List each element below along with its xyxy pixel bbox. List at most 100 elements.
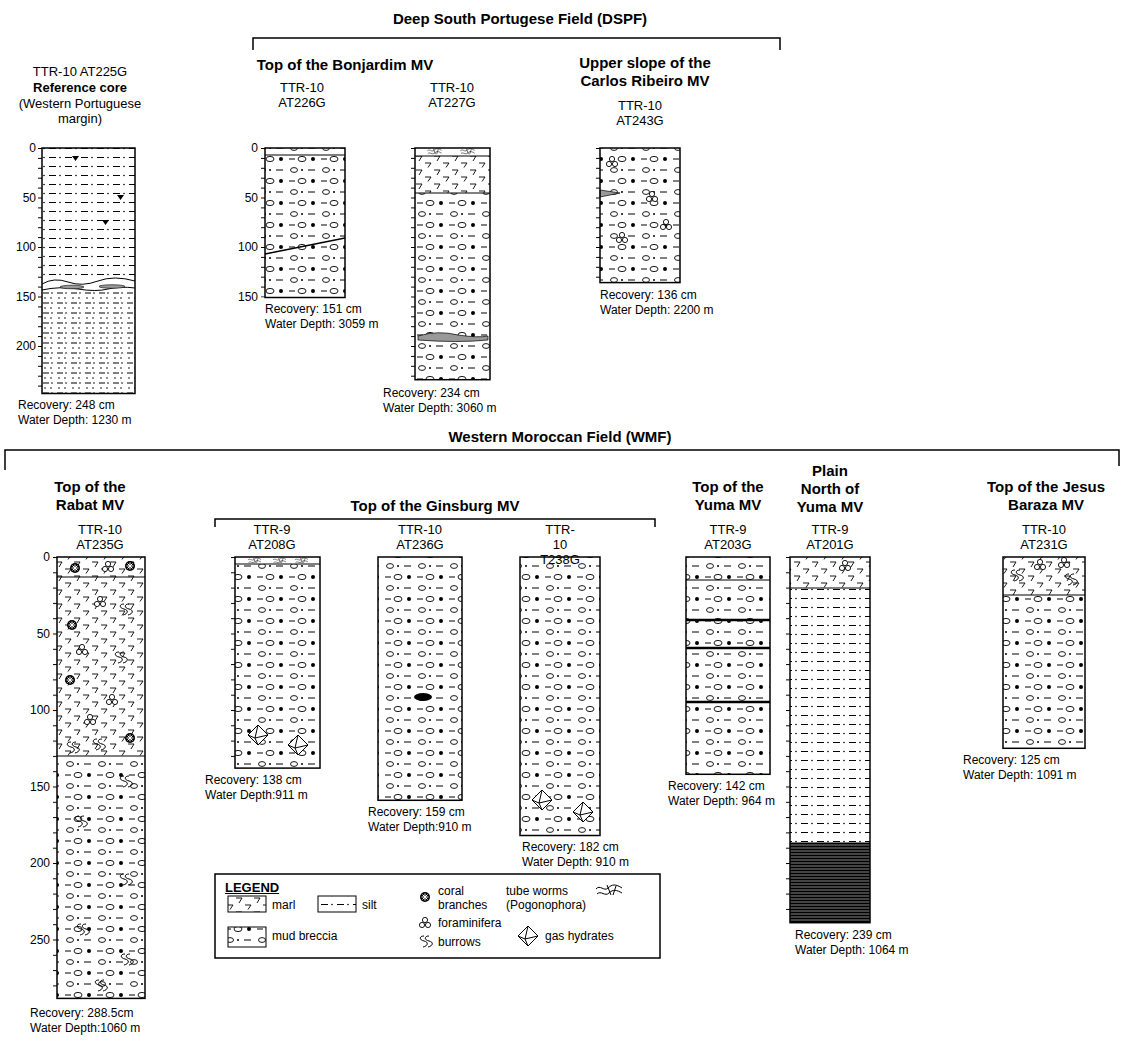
- depth-scale: 150: [238, 290, 258, 304]
- core-column: [596, 148, 600, 283]
- core-id: TTR-9 AT203G: [704, 522, 751, 552]
- core-column: [1003, 594, 1085, 595]
- core-note: (Western Portuguese margin): [14, 96, 146, 126]
- core-column: [38, 148, 42, 394]
- core-column: [1003, 595, 1085, 748]
- core-column: [57, 756, 145, 998]
- legend-box: [420, 936, 432, 947]
- core-column: [67, 742, 79, 753]
- core-info: Water Depth: 964 m: [668, 794, 775, 808]
- depth-scale: 200: [30, 856, 50, 870]
- core-column: [1058, 557, 1069, 567]
- core-column: [57, 557, 145, 756]
- core-info: Recovery: 138 cm: [205, 773, 302, 787]
- core-column: [121, 954, 133, 965]
- core-column: [532, 790, 552, 810]
- site-title: Top of the Bonjardim MV: [257, 56, 433, 74]
- core-column: [790, 588, 870, 843]
- core-note: Reference core: [33, 80, 127, 95]
- depth-scale: 0: [29, 141, 36, 155]
- core-info: Recovery: 288.5cm: [30, 1006, 133, 1020]
- core-column: [600, 148, 680, 283]
- legend-box: [318, 896, 356, 912]
- core-info: Recovery: 142 cm: [668, 779, 765, 793]
- core-column: [411, 148, 415, 380]
- core-column: [427, 149, 441, 155]
- core-column: [261, 148, 345, 298]
- core-column: [70, 563, 80, 573]
- core-column: [67, 620, 77, 630]
- core-column: [786, 557, 790, 923]
- core-column: [686, 557, 770, 774]
- core-column: [686, 557, 770, 774]
- field-title: Western Moroccan Field (WMF): [448, 428, 671, 446]
- legend-box: [228, 896, 266, 912]
- core-column: [120, 874, 132, 885]
- core-column: [1003, 557, 1085, 595]
- legend-label: coral branches: [438, 884, 500, 912]
- site-title: Top of the Yuma MV: [678, 478, 778, 514]
- core-column: [95, 980, 107, 991]
- core-column: [1011, 570, 1023, 581]
- core-column: [418, 333, 488, 342]
- legend-label: tube worms (Pogonophora): [506, 884, 598, 912]
- depth-scale: 50: [37, 627, 50, 641]
- site-title: Top of the Ginsburg MV: [351, 497, 520, 515]
- core-id: TTR-10 AT226G: [278, 80, 325, 110]
- site-title: Top of the Rabat MV: [34, 478, 146, 514]
- core-column: [125, 733, 135, 743]
- legend-label: foraminifera: [438, 916, 501, 930]
- legend-label: marl: [272, 898, 295, 912]
- core-column: [53, 557, 57, 998]
- core-column: [378, 557, 462, 800]
- legend-box: [228, 927, 266, 947]
- depth-scale: 0: [251, 141, 258, 155]
- core-column: [235, 564, 320, 768]
- legend-box: [518, 926, 538, 946]
- core-column: [265, 148, 345, 298]
- core-column: [415, 156, 490, 193]
- legend-label: silt: [362, 898, 377, 912]
- core-column: [42, 148, 135, 394]
- core-id: TTR-10 T238G: [540, 522, 580, 567]
- core-info: Water Depth:911 m: [205, 788, 308, 802]
- core-column: [106, 694, 117, 704]
- core-column: [77, 924, 89, 935]
- depth-scale: 150: [16, 290, 36, 304]
- core-column: [411, 148, 490, 380]
- core-column: [520, 557, 600, 836]
- core-column: [273, 558, 286, 563]
- core-column: [415, 156, 490, 193]
- depth-scale: 50: [23, 191, 36, 205]
- core-info: Water Depth: 1230 m: [18, 413, 132, 427]
- core-column: [786, 557, 870, 923]
- core-id: TTR-9 AT208G: [248, 522, 295, 552]
- depth-scale: 150: [30, 780, 50, 794]
- core-column: [606, 156, 617, 166]
- core-column: [1065, 574, 1077, 585]
- depth-scale: 100: [16, 240, 36, 254]
- core-column: [686, 620, 770, 702]
- core-column: [520, 557, 600, 836]
- core-column: [120, 604, 132, 615]
- core-column: [65, 675, 75, 685]
- core-column: [600, 148, 680, 283]
- core-column: [265, 238, 345, 254]
- core-column: [120, 776, 132, 787]
- core-info: Recovery: 239 cm: [795, 928, 892, 942]
- core-column: [839, 560, 850, 570]
- core-column: [235, 564, 320, 565]
- core-column: [378, 557, 462, 800]
- site-title: Top of the Jesus Baraza MV: [978, 478, 1114, 514]
- legend-label: burrows: [438, 935, 481, 949]
- legend-box: [215, 874, 660, 958]
- core-column: [76, 644, 87, 654]
- core-column: [261, 148, 265, 298]
- depth-scale: 200: [16, 339, 36, 353]
- core-column: [790, 557, 870, 588]
- site-title: Upper slope of the Carlos Ribeiro MV: [569, 54, 721, 90]
- legend-label: gas hydrates: [545, 929, 614, 943]
- core-column: [72, 156, 124, 225]
- depth-scale: 0: [43, 550, 50, 564]
- core-column: [660, 219, 671, 229]
